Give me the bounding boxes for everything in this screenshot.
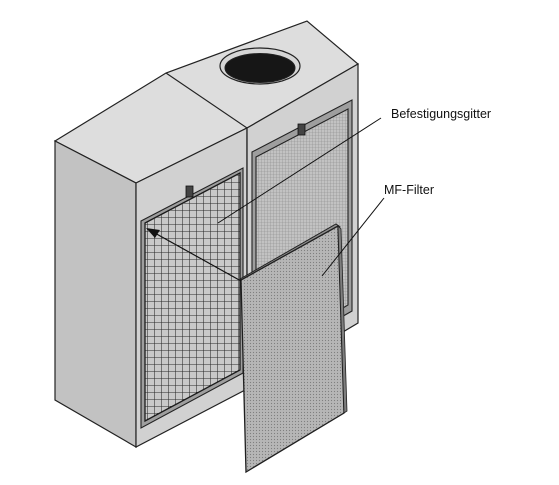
- grid-clip-left: [185, 185, 194, 198]
- mf-filter-label: MF-Filter: [384, 183, 434, 197]
- mounting-grid-label: Befestigungsgitter: [391, 107, 492, 121]
- insertion-arrow-line: [152, 231, 242, 282]
- outlet-opening: [224, 53, 296, 83]
- mounting-grid: [144, 171, 241, 423]
- top-divider: [165, 72, 248, 129]
- mf-filter-panel-side: [337, 225, 348, 414]
- leader-mounting-grid: [217, 117, 382, 224]
- leader-mf-filter: [321, 197, 385, 277]
- housing-side: [54, 140, 137, 449]
- grid-clip-right: [297, 123, 306, 136]
- insertion-arrow-head: [146, 228, 160, 238]
